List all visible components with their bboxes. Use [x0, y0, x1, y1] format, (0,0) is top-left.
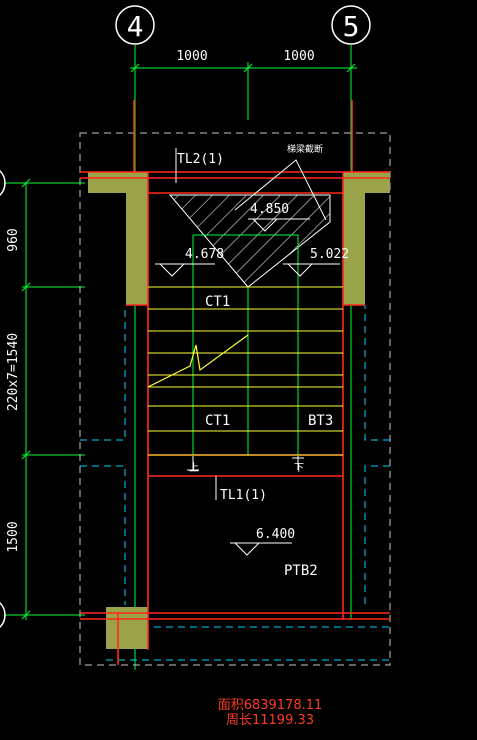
axis-bubble-left-lower	[0, 601, 6, 629]
label-ptb2: PTB2	[284, 563, 318, 579]
red-walls	[80, 171, 390, 665]
measure-perimeter: 周长11199.33	[225, 713, 315, 728]
note-leader-line	[234, 159, 327, 221]
label-leader-note: 梯梁截断	[287, 143, 323, 155]
label-ct1-upper: CT1	[205, 294, 230, 310]
label-ct1-lower: CT1	[205, 413, 230, 429]
axis-label-5: 5	[343, 10, 360, 43]
top-dimension	[130, 62, 357, 120]
cyan-dashed-lines	[80, 305, 390, 661]
elev-left-mid: 4.678	[185, 247, 224, 262]
elev-top-landing: 4.850	[250, 202, 289, 217]
label-bt3: BT3	[308, 413, 333, 429]
dim-left-1500: 1500	[6, 521, 21, 552]
outer-dashed-outline	[79, 132, 391, 666]
stair-break-line	[147, 334, 249, 388]
left-dimension	[4, 178, 85, 620]
elev-symbol-right	[283, 263, 340, 277]
label-tl2: TL2(1)	[177, 152, 224, 167]
wall-blocks	[88, 172, 390, 649]
stair-green-outline	[192, 234, 299, 455]
stair-treads	[148, 286, 343, 456]
axis-label-4: 4	[127, 10, 144, 43]
dim-left-960: 960	[6, 228, 21, 251]
elev-floor: 6.400	[256, 527, 295, 542]
elev-right-mid: 5.022	[310, 247, 349, 262]
arrow-up-mark: 上	[189, 462, 199, 474]
measure-area: 面积6839178.11	[217, 698, 323, 713]
dim-top-right: 1000	[283, 49, 314, 64]
axis-bubble-4: 4	[115, 5, 155, 45]
axis-bubble-left-upper	[0, 169, 6, 197]
elev-symbol-top	[248, 218, 310, 232]
stair-arrow-down	[292, 456, 304, 470]
label-tl1: TL1(1)	[220, 488, 267, 503]
elev-symbol-left	[155, 263, 215, 277]
hatched-landing	[168, 194, 331, 288]
elev-symbol-floor	[230, 542, 292, 556]
stair-arrow-up	[187, 456, 199, 471]
dim-left-steps: 220x7=1540	[6, 333, 21, 411]
dim-top-left: 1000	[176, 49, 207, 64]
axis-bubble-5: 5	[331, 5, 371, 45]
arrow-down-mark: 下	[294, 463, 304, 474]
